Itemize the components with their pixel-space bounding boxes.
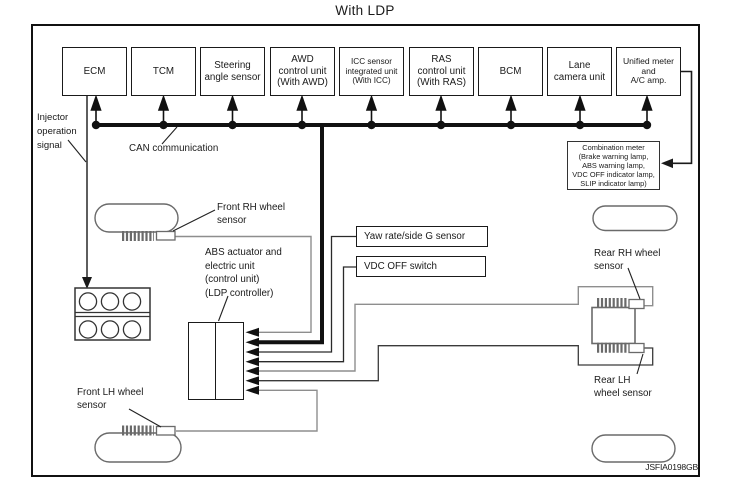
injector-signal-label: Injector operation signal [37, 112, 77, 151]
vdc-off-label: VDC OFF switch [364, 261, 437, 272]
box-yaw-rate-sensor: Yaw rate/side G sensor [356, 226, 488, 247]
sensor-rotors [122, 231, 628, 436]
combination-meter-wire [661, 70, 693, 169]
leader-lines [67, 126, 644, 428]
wire-rear-lh-sensor [259, 345, 654, 382]
wire-yaw-rate-sensor [259, 235, 356, 353]
box-combination-meter: Combination meter (Brake warning lamp, A… [567, 141, 660, 190]
yaw-rate-label: Yaw rate/side G sensor [364, 231, 466, 242]
front-rh-tire [94, 203, 179, 233]
rear-rh-pickup [628, 298, 645, 310]
can-communication-label: CAN communication [129, 143, 219, 154]
can-bus [90, 94, 653, 130]
wire-front-rh-sensor [175, 235, 312, 333]
figure-code: JSFIA0198GB [645, 462, 698, 472]
wire-can-to-abs [259, 127, 324, 345]
rear-rh-tire [592, 205, 678, 232]
leader-rear-rh [627, 267, 641, 300]
box-lane-camera-unit: Lane camera unit [547, 47, 612, 96]
can-bus-up-arrows [90, 94, 653, 124]
box-icc-sensor: ICC sensor integrated unit (With ICC) [339, 47, 404, 96]
front-rh-pickup [155, 230, 176, 241]
leader-front-lh [128, 408, 162, 428]
box-unified-meter: Unified meter and A/C amp. [616, 47, 681, 96]
wire-rear-rh-sensor [259, 286, 654, 372]
rear-lh-sensor-label: Rear LH wheel sensor [594, 375, 652, 399]
box-ecm: ECM [62, 47, 127, 96]
front-lh-tire [94, 432, 182, 463]
rear-axle-block [591, 306, 636, 345]
wire-front-lh-sensor [176, 389, 318, 432]
sensor-pickups [155, 230, 645, 436]
box-vdc-off-switch: VDC OFF switch [356, 256, 486, 277]
front-lh-pickup [155, 425, 176, 436]
box-steering-label: Steering angle sensor [204, 60, 261, 83]
rear-lh-pickup [628, 342, 645, 354]
can-bus-nodes [91, 120, 652, 130]
abs-input-arrows [245, 327, 259, 395]
leader-injector [67, 139, 87, 163]
wheels [94, 203, 678, 463]
leader-abs [217, 295, 229, 322]
box-abs-actuator [188, 322, 244, 400]
box-ecm-label: ECM [83, 65, 106, 77]
abs-actuator-label: ABS actuator and electric unit (control … [205, 247, 282, 299]
diagram-title: With LDP [335, 3, 395, 18]
box-tcm: TCM [131, 47, 196, 96]
rear-lh-tire [591, 434, 676, 463]
abs-box-divider [215, 323, 217, 399]
box-lane-camera-label: Lane camera unit [553, 60, 606, 83]
front-rh-sensor-label: Front RH wheel sensor [217, 202, 286, 226]
box-icc-label: ICC sensor integrated unit (With ICC) [345, 57, 398, 86]
abs-wiring [175, 127, 654, 432]
leader-rear-lh [636, 353, 644, 375]
rear-rh-sensor-label: Rear RH wheel sensor [594, 248, 661, 272]
box-steering-angle-sensor: Steering angle sensor [200, 47, 265, 96]
engine-block [74, 287, 151, 341]
injector-signal-line [82, 96, 92, 289]
leader-front-rh [172, 209, 216, 232]
combination-meter-label: Combination meter (Brake warning lamp, A… [572, 142, 655, 189]
front-lh-sensor-label: Front LH wheel sensor [77, 387, 144, 411]
box-awd-label: AWD control unit (With AWD) [277, 54, 328, 89]
box-tcm-label: TCM [152, 65, 175, 77]
leader-can [161, 126, 178, 145]
box-unified-meter-label: Unified meter and A/C amp. [622, 55, 675, 86]
box-ras-control-unit: RAS control unit (With RAS) [409, 47, 474, 96]
wire-vdc-off-switch [259, 266, 356, 363]
box-bcm: BCM [478, 47, 543, 96]
box-ras-label: RAS control unit (With RAS) [417, 54, 466, 89]
box-bcm-label: BCM [499, 65, 522, 77]
box-awd-control-unit: AWD control unit (With AWD) [270, 47, 335, 96]
diagram-frame [31, 24, 700, 477]
